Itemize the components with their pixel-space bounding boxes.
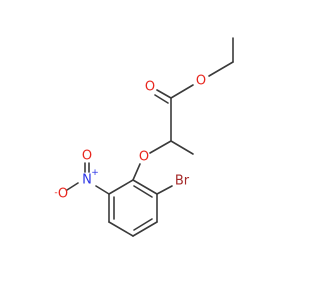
atom-label-ester-oxygen: O [196, 74, 206, 89]
atom-label-nitro-oxygen-double: O [82, 149, 92, 164]
ring-bond-c1-c2 [132, 179, 158, 195]
atom-label-ether-oxygen: O [139, 150, 149, 165]
ring-bond-c6-c1 [108, 179, 134, 195]
structure-canvas: O O O N + O O - Br [54, 37, 234, 237]
bond-alpha-ether-o [149, 140, 172, 154]
atom-label-nitro-oxygen-negative: O [58, 187, 68, 202]
atom-label-carbonyl-oxygen: O [145, 80, 155, 95]
ring-bond-c3-c4 [132, 221, 158, 237]
bond-nitro-n-o-single [66, 182, 79, 191]
bond-ether-o-ring [132, 163, 141, 181]
bond-ring-nitro-n [95, 185, 110, 195]
atom-label-nitro-nitrogen: N [82, 173, 92, 188]
bond-ethyl-ch2-o [208, 61, 234, 77]
ring-inner-double-c3-c4 [133, 218, 153, 231]
atom-charge-nitro-nitrogen: + [91, 168, 99, 178]
atom-label-bromine: Br [175, 174, 190, 189]
bond-carbonyl-double-2 [154, 94, 169, 104]
atom-charge-nitro-oxygen: - [54, 188, 57, 198]
bond-ring-bromine [156, 185, 173, 195]
bond-carbonyl-double-1 [156, 89, 172, 99]
bond-ester-o-carbonyl [170, 84, 194, 99]
molecule-diagram: O O O N + O O - Br [54, 37, 234, 237]
ring-inner-double-c1-c2 [133, 185, 153, 198]
ring-bond-c4-c5 [108, 221, 134, 237]
bond-alpha-methyl [170, 140, 194, 155]
